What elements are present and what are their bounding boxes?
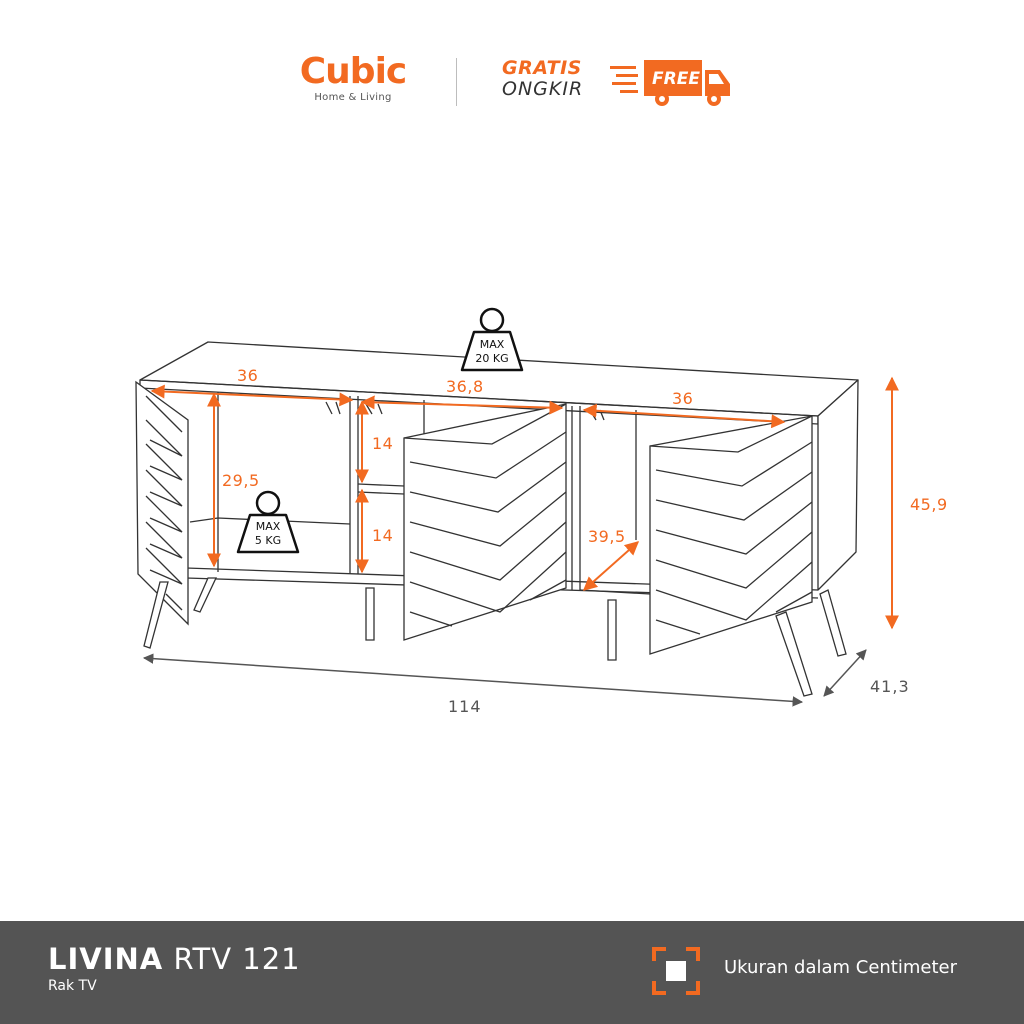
- overall-dimension-lines: [142, 649, 867, 707]
- header: Cubic Home & Living GRATIS ONGKIR FREE: [0, 52, 1024, 112]
- dim-total-depth: 41,3: [870, 677, 910, 696]
- dim-middle-width: 36,8: [446, 377, 484, 396]
- dim-middle-lower-height: 14: [372, 526, 393, 545]
- dim-left-height: 29,5: [222, 471, 260, 490]
- free-shipping-promo: GRATIS ONGKIR: [502, 58, 602, 100]
- measure-frame-icon: [652, 947, 700, 995]
- brand-name: Cubic: [299, 51, 408, 92]
- product-code: RTV 121: [173, 942, 301, 976]
- brand-logo: Cubic Home & Living: [292, 51, 414, 104]
- unit-note: Ukuran dalam Centimeter: [724, 957, 958, 978]
- promo-line1: GRATIS: [502, 57, 582, 79]
- header-divider: [456, 58, 457, 106]
- dim-left-width: 36: [237, 366, 258, 385]
- dim-right-depth: 39,5: [588, 527, 626, 546]
- top-load-line1: MAX: [480, 338, 505, 351]
- dim-right-width: 36: [672, 389, 693, 408]
- promo-line2: ONGKIR: [502, 78, 584, 100]
- dim-total-width: 114: [448, 697, 482, 716]
- product-name: LIVINA: [48, 942, 164, 976]
- truck-label: FREE: [652, 69, 700, 89]
- shelf-load-line2: 5 KG: [255, 534, 281, 547]
- product-category: Rak TV: [48, 978, 97, 994]
- right-door: [649, 415, 813, 655]
- delivery-truck-icon: FREE: [610, 60, 730, 106]
- product-title: LIVINA RTV 121: [48, 941, 301, 977]
- top-load-line2: 20 KG: [475, 352, 508, 365]
- top-load-weight-icon: MAX 20 KG: [460, 307, 524, 372]
- brand-tagline: Home & Living: [314, 92, 392, 103]
- middle-door: [403, 403, 567, 641]
- dimension-lines: [150, 376, 899, 630]
- shelf-load-weight-icon: MAX 5 KG: [236, 490, 300, 554]
- footer-bar: LIVINA RTV 121 Rak TV Ukuran dalam Centi…: [0, 921, 1024, 1024]
- dim-middle-upper-height: 14: [372, 434, 393, 453]
- dim-total-height: 45,9: [910, 495, 948, 514]
- shelf-load-line1: MAX: [256, 520, 281, 533]
- left-door: [135, 380, 189, 626]
- product-dimension-drawing: MAX 20 KG MAX 5 KG 36 36,8 36 29,5 14 14…: [135, 307, 948, 716]
